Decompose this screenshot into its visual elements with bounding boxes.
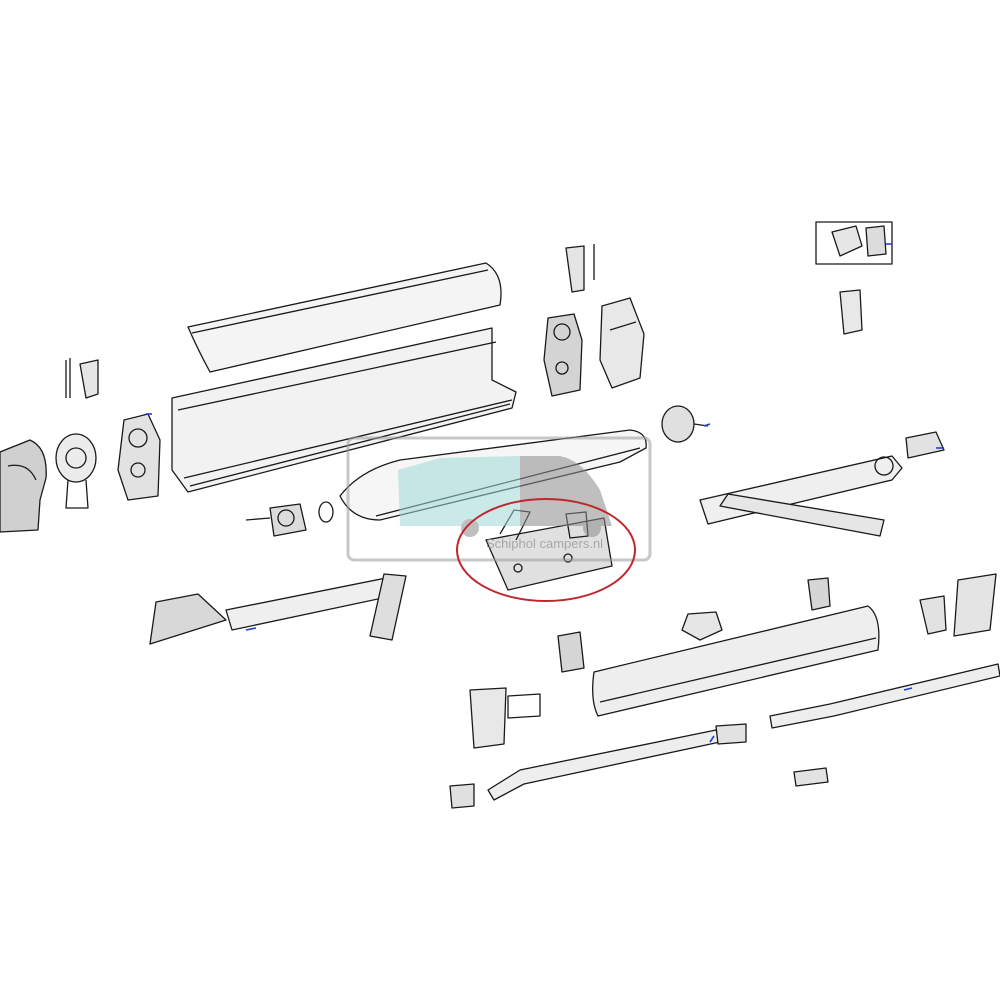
left-spring-bracket bbox=[65, 358, 99, 399]
left-roller-end bbox=[55, 433, 97, 509]
tension-knob bbox=[661, 405, 709, 443]
watermark-text: Schiphol campers.nl bbox=[486, 536, 603, 551]
detail-inset bbox=[815, 221, 893, 335]
telescopic-leg-right bbox=[769, 663, 1000, 787]
telescopic-leg-left bbox=[449, 687, 747, 809]
accent-marks bbox=[146, 243, 944, 743]
camper-van-icon bbox=[398, 456, 612, 537]
front-bar-end-caps bbox=[557, 573, 997, 673]
roller-shaft bbox=[245, 501, 334, 537]
watermark: Schiphol campers.nl bbox=[346, 436, 652, 562]
cassette-top-cover bbox=[187, 262, 502, 373]
left-end-cap bbox=[0, 439, 47, 533]
front-bar bbox=[592, 605, 880, 717]
left-support-arm bbox=[149, 573, 407, 645]
center-cover-cap bbox=[599, 297, 645, 389]
cassette-profile bbox=[171, 327, 517, 493]
right-support-arm bbox=[699, 431, 945, 537]
center-gear-housing bbox=[543, 313, 583, 397]
center-small-bracket bbox=[565, 244, 595, 293]
left-gear-housing bbox=[117, 413, 161, 501]
highlight-ellipse bbox=[456, 498, 636, 602]
watermark-frame bbox=[346, 436, 652, 562]
